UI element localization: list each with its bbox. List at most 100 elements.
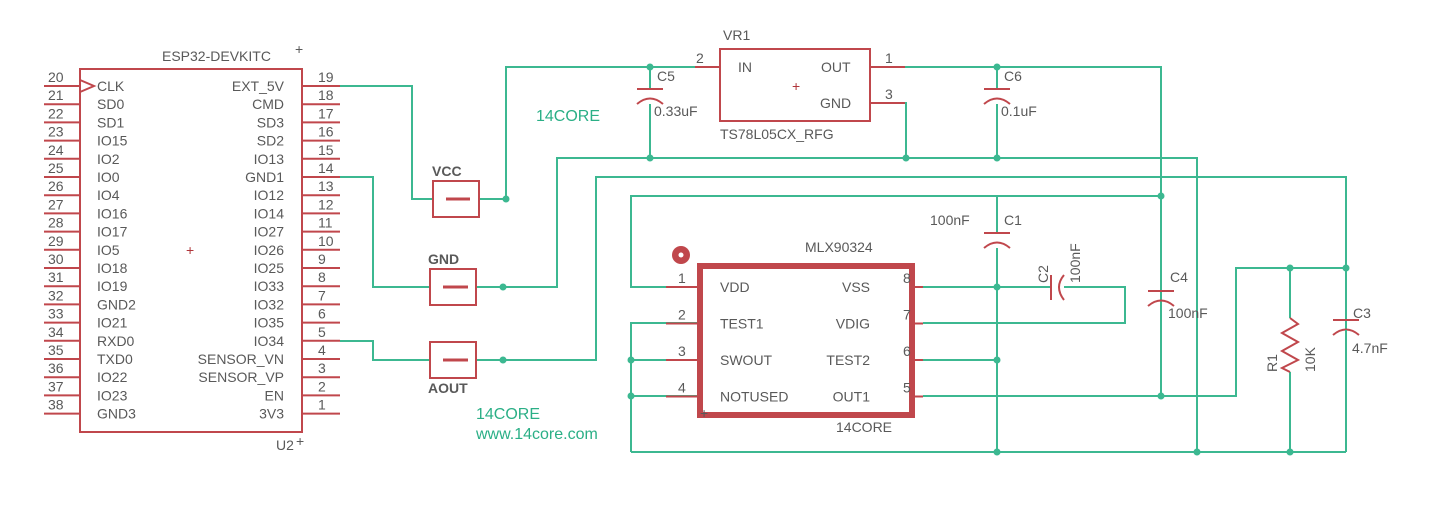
pin-number: 15 xyxy=(318,142,334,158)
mlx90324-chip[interactable]: MLX90324 14CORE + 1VDD2TEST13SWOUT4NOTUS… xyxy=(666,239,923,435)
wire-gnd-bus xyxy=(477,157,1198,452)
esp32-module[interactable]: ESP32-DEVKITC U2 + + + 20CLK21SD022SD123… xyxy=(44,41,340,453)
junction xyxy=(1286,448,1294,456)
pin-number: 5 xyxy=(318,324,326,340)
c4-ref: C4 xyxy=(1170,269,1188,285)
capacitor-c2[interactable]: C2 100nF xyxy=(1035,243,1083,301)
esp32-right-pins: 19EXT_5V18CMD17SD316SD215IO1314GND113IO1… xyxy=(198,69,340,422)
pin-label: IO2 xyxy=(97,151,120,167)
gnd-connector[interactable]: GND xyxy=(428,251,477,306)
pin-label: SD1 xyxy=(97,114,124,130)
pin-label: EXT_5V xyxy=(232,78,285,94)
pin-label: VDD xyxy=(720,279,750,295)
pin-label: IO17 xyxy=(97,224,128,240)
pin-label: SD3 xyxy=(257,114,284,130)
brand-label-top: 14CORE xyxy=(536,108,600,125)
pin-number: 3 xyxy=(678,343,686,359)
pin-label: SWOUT xyxy=(720,352,773,368)
pin-number: 10 xyxy=(318,233,334,249)
pin-number: 8 xyxy=(318,269,326,285)
pin-number: 2 xyxy=(318,378,326,394)
origin-mark: + xyxy=(295,41,303,57)
regulator-vr1[interactable]: VR1 TS78L05CX_RFG 2 IN 1 OUT 3 GND + xyxy=(695,27,905,142)
esp32-pin: 2EN xyxy=(265,378,340,403)
capacitor-c4[interactable]: C4 100nF xyxy=(1147,269,1208,321)
pin-number: 25 xyxy=(48,160,64,176)
pin-label: SD0 xyxy=(97,96,124,112)
junction xyxy=(1286,264,1294,272)
capacitor-c3[interactable]: C3 4.7nF xyxy=(1332,305,1388,452)
mlx-tag: 14CORE xyxy=(836,419,892,435)
capacitor-c1[interactable]: 100nF C1 xyxy=(930,212,1022,249)
capacitor-c5[interactable]: C5 0.33uF xyxy=(636,68,698,119)
junction xyxy=(1193,448,1201,456)
brand-label-bottom: 14CORE xyxy=(476,406,540,423)
pin-number: 17 xyxy=(318,105,334,121)
r1-ref: R1 xyxy=(1264,354,1280,372)
pin-number: 26 xyxy=(48,178,64,194)
origin-mark: + xyxy=(186,242,194,258)
pin-number: 21 xyxy=(48,87,64,103)
junction xyxy=(646,63,654,71)
pin-number: 6 xyxy=(903,343,911,359)
pin-label: IO21 xyxy=(97,315,128,331)
pin-label: TEST1 xyxy=(720,316,764,332)
pin-label: IO18 xyxy=(97,260,128,276)
pin-number: 9 xyxy=(318,251,326,267)
pin-label: RXD0 xyxy=(97,333,135,349)
vcc-connector[interactable]: VCC xyxy=(432,163,480,218)
c1-ref: C1 xyxy=(1004,212,1022,228)
regulator-pin-out-label: OUT xyxy=(821,59,851,75)
junction xyxy=(993,154,1001,162)
cap-curve xyxy=(1147,299,1175,307)
pin-label: SENSOR_VP xyxy=(198,369,284,385)
esp32-name: ESP32-DEVKITC xyxy=(162,48,271,64)
aout-connector[interactable]: AOUT xyxy=(428,341,477,396)
gnd-connector-body xyxy=(429,268,477,306)
pin-label: IO5 xyxy=(97,242,120,258)
resistor-r1[interactable]: R1 10K xyxy=(1264,317,1318,373)
pin-number: 27 xyxy=(48,196,64,212)
pin-label: IO23 xyxy=(97,387,128,403)
esp32-ref: U2 xyxy=(276,437,294,453)
pin-label: SENSOR_VN xyxy=(198,351,284,367)
aout-connector-body xyxy=(429,341,477,379)
pin-number: 31 xyxy=(48,269,64,285)
junction xyxy=(993,448,1001,456)
wire-vout xyxy=(870,66,1162,396)
website-url[interactable]: www.14core.com xyxy=(475,426,598,443)
pin-label: IO33 xyxy=(254,278,285,294)
pin-number: 32 xyxy=(48,287,64,303)
pin-number: 19 xyxy=(318,69,334,85)
pin-number: 4 xyxy=(318,342,326,358)
pin-number: 24 xyxy=(48,142,64,158)
wire-vdd-rail xyxy=(630,195,1161,288)
pin-label: NOTUSED xyxy=(720,389,788,405)
regulator-pin-out-num: 1 xyxy=(885,50,893,66)
junction xyxy=(1157,392,1165,400)
capacitor-c6[interactable]: C6 0.1uF xyxy=(983,68,1037,119)
pin-label: CLK xyxy=(97,78,125,94)
c2-ref: C2 xyxy=(1035,265,1051,283)
pin-number: 30 xyxy=(48,251,64,267)
junction xyxy=(993,356,1001,364)
